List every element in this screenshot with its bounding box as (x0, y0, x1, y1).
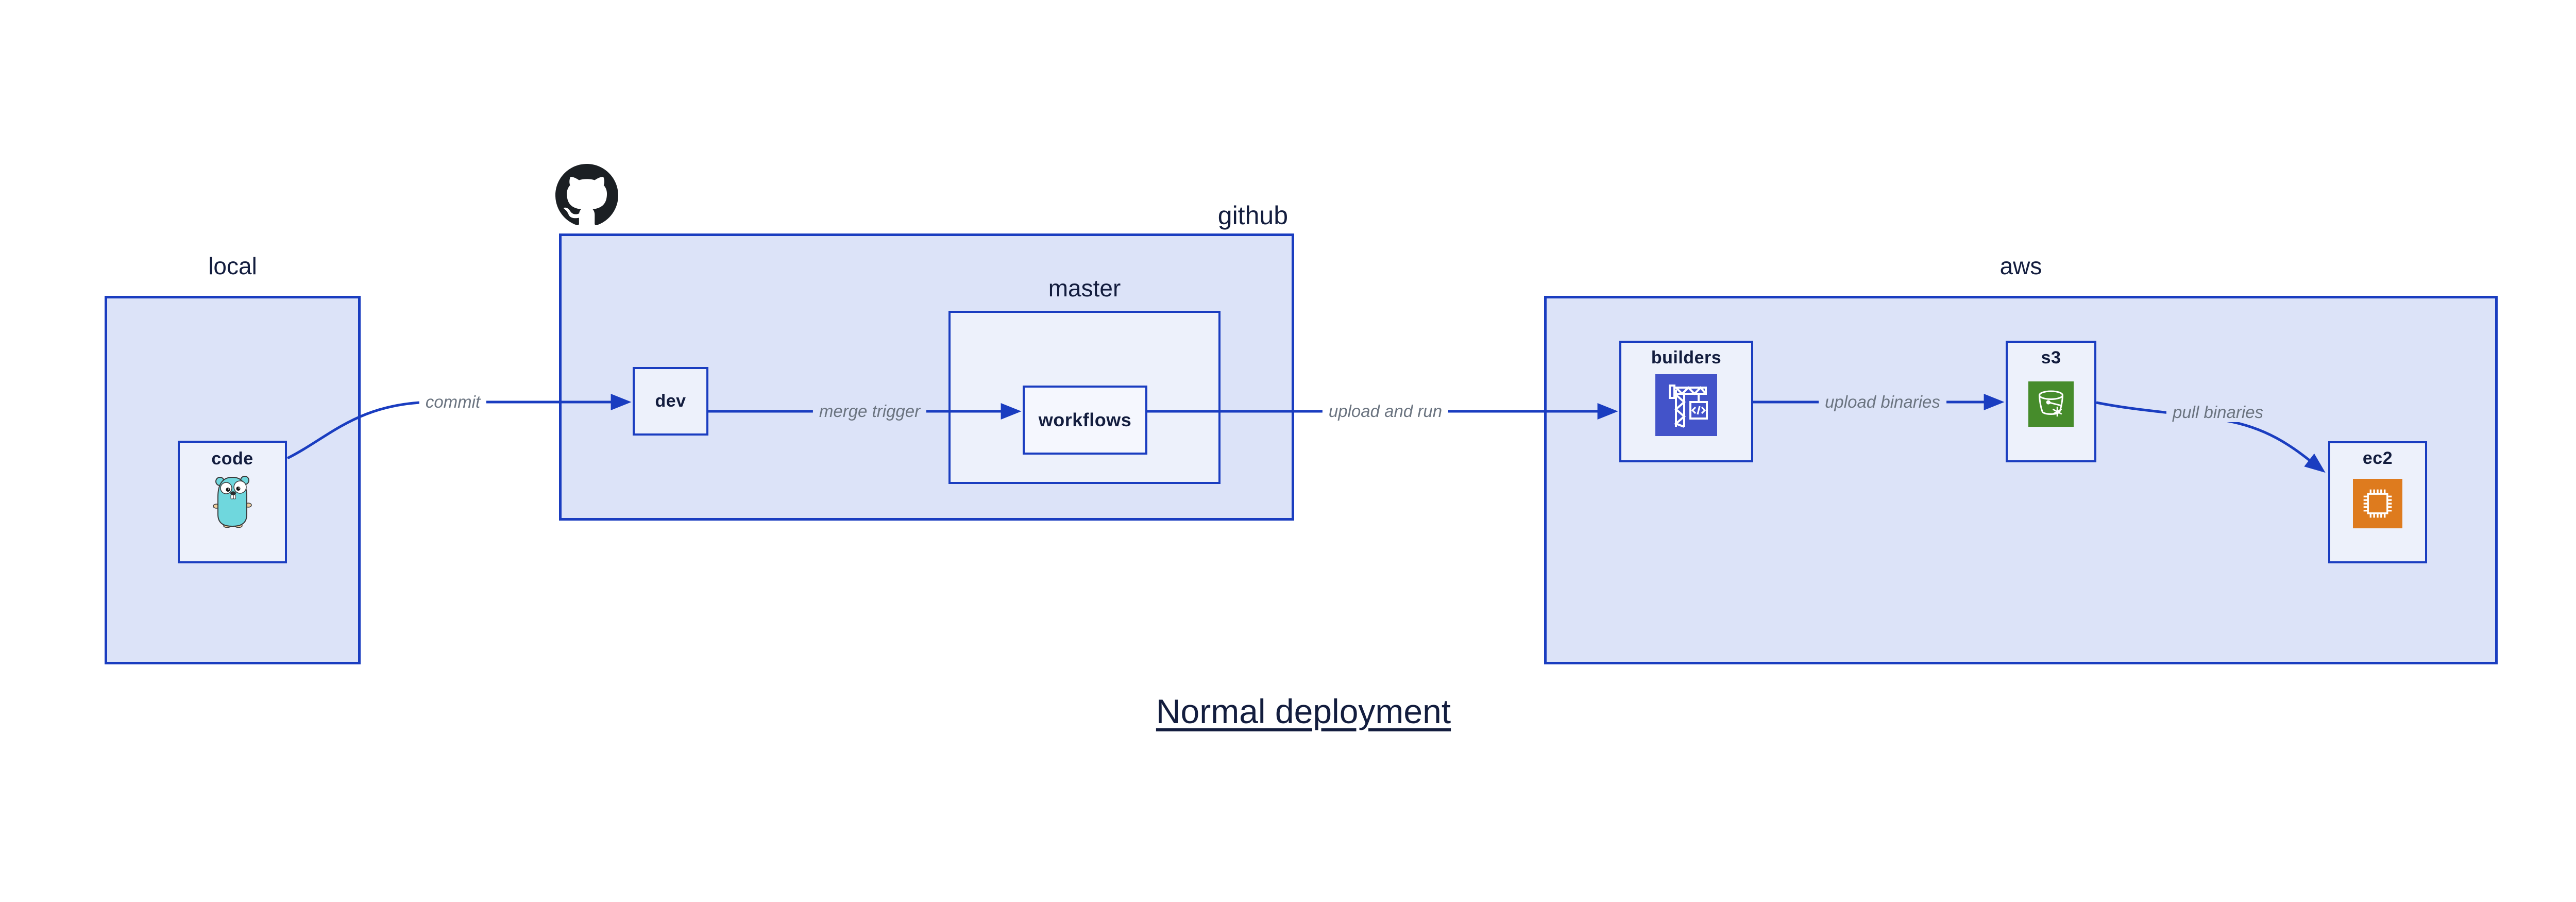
edge-label-upload-and-run: upload and run (1322, 402, 1449, 421)
github-octocat-icon (555, 164, 618, 227)
group-label-master: master (1048, 275, 1121, 302)
group-label-github: github (1217, 201, 1288, 230)
node-s3-label: s3 (2041, 348, 2061, 368)
edge-label-upload-binaries: upload binaries (1819, 392, 1946, 412)
node-builders-label: builders (1651, 348, 1722, 368)
node-dev: dev (633, 367, 708, 436)
group-label-aws: aws (1999, 253, 2042, 279)
go-gopher-icon (213, 476, 252, 528)
edge-label-merge-trigger: merge trigger (812, 402, 927, 421)
edge-label-pull-binaries: pull binaries (2166, 403, 2270, 422)
node-dev-label: dev (655, 391, 686, 411)
codebuild-crane-icon (1655, 374, 1717, 436)
node-ec2: ec2 (2328, 441, 2427, 563)
node-workflows: workflows (1023, 386, 1147, 455)
node-code: code (178, 441, 287, 563)
node-code-label: code (211, 449, 253, 469)
node-ec2-label: ec2 (2362, 448, 2393, 468)
node-builders: builders (1619, 341, 1753, 462)
ec2-chip-icon (2353, 479, 2402, 528)
s3-bucket-icon (2028, 381, 2074, 427)
group-label-local: local (208, 253, 257, 279)
edge-label-commit: commit (419, 392, 487, 412)
node-s3: s3 (2006, 341, 2096, 462)
diagram-title: Normal deployment (1156, 692, 1451, 730)
node-workflows-label: workflows (1038, 409, 1132, 430)
